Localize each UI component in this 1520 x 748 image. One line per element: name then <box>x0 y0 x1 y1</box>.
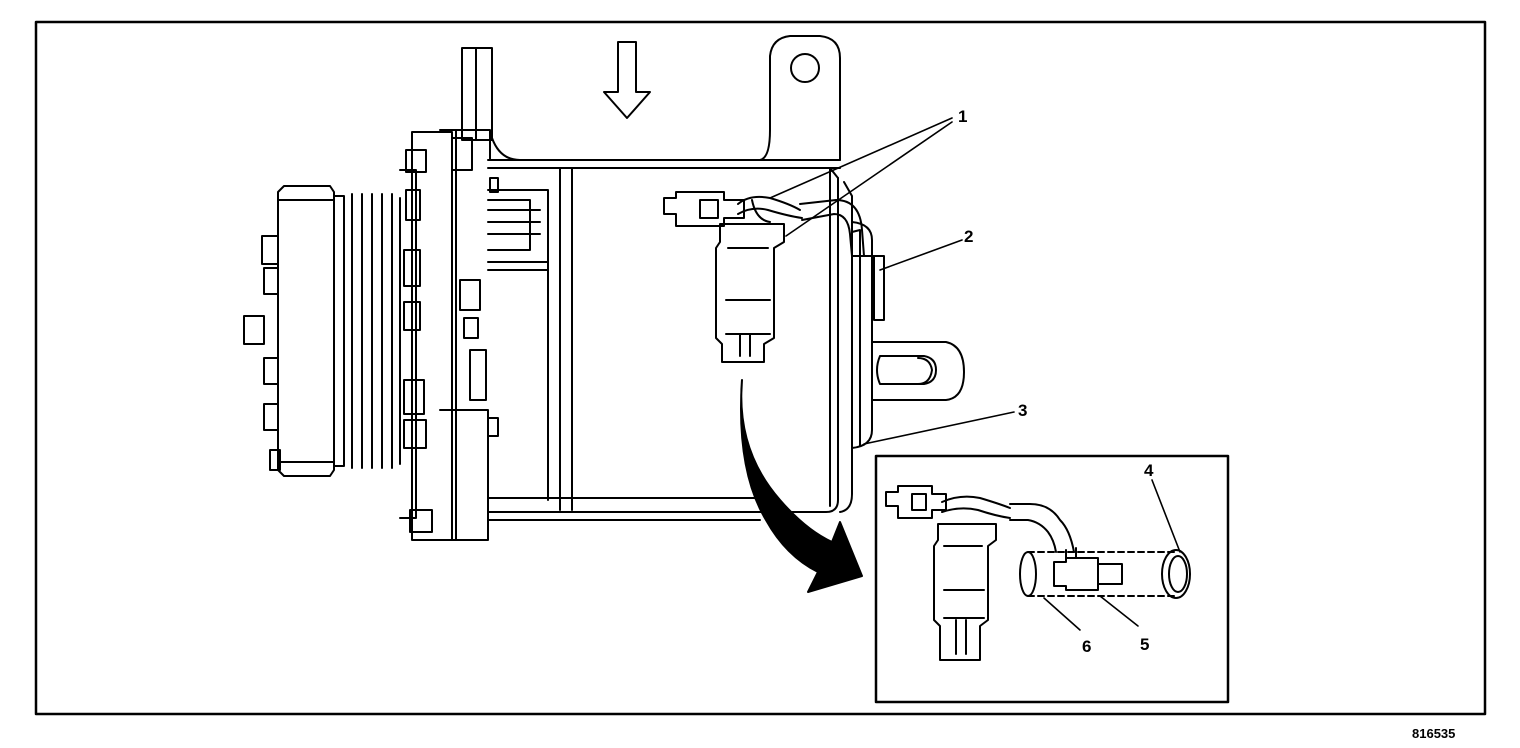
diagram-frame <box>34 20 1487 716</box>
callout-3: 3 <box>1018 401 1027 420</box>
compressor-body <box>491 35 853 513</box>
figure-id-label: 816535 <box>1412 726 1455 741</box>
callout-2: 2 <box>964 227 973 246</box>
curved-arrow-icon <box>740 379 863 593</box>
callout-5: 5 <box>1140 635 1149 654</box>
down-arrow-icon <box>603 41 651 119</box>
o-ring <box>1019 551 1037 597</box>
callout-1: 1 <box>958 107 967 126</box>
rear-head <box>851 221 965 449</box>
leader-lines <box>769 117 1181 631</box>
pressure-sensor-detail <box>885 485 1191 661</box>
callout-6: 6 <box>1082 637 1091 656</box>
callout-4: 4 <box>1144 461 1154 480</box>
mount-hole <box>790 53 820 83</box>
front-head <box>399 47 499 541</box>
clutch-pulley <box>243 185 401 477</box>
pressure-sensor-main <box>663 191 875 363</box>
detail-inset-frame <box>874 454 1230 704</box>
